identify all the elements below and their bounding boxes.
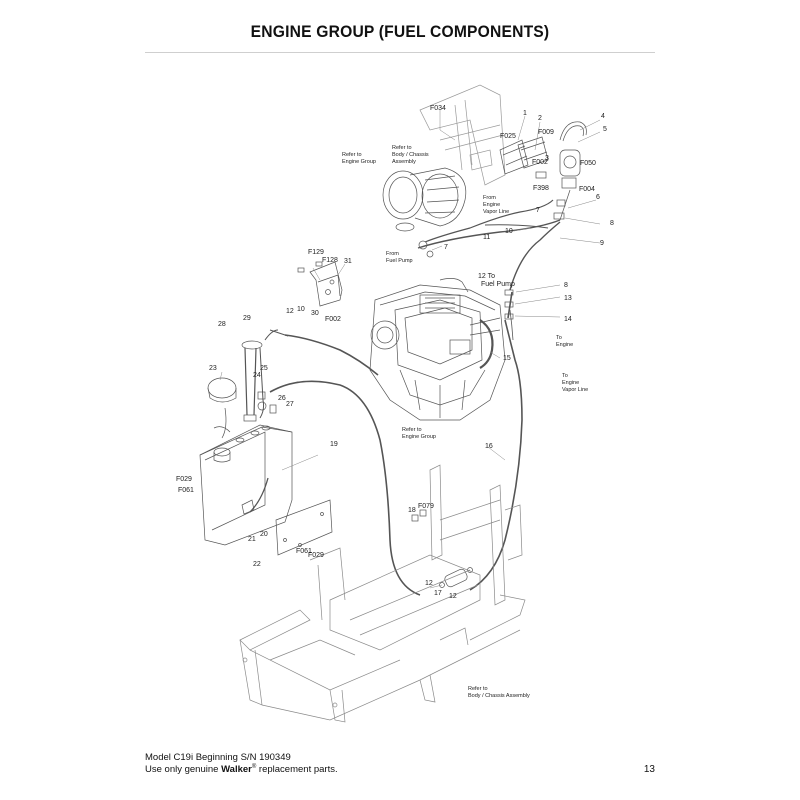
footer-replacement-notice: Use only genuine Walker® replacement par… [145, 764, 338, 775]
callout-3: 3 [545, 155, 549, 162]
callout-22: 22 [253, 561, 261, 568]
callout-5: 5 [603, 126, 607, 133]
footer-suffix: replacement parts. [256, 764, 338, 776]
air-cleaner-canister [382, 167, 467, 232]
callout-12-bottom-left: 12 [425, 580, 433, 587]
callout-18: 18 [408, 507, 416, 514]
note-refer-body-chassis-top: Refer to Body / Chassis Assembly [392, 145, 430, 165]
callout-F079: F079 [418, 503, 434, 510]
callout-21: 21 [248, 536, 256, 543]
fuel-pump-bracket [297, 261, 343, 307]
fuel-tank-cap [207, 377, 237, 439]
callout-F029-bottom: F029 [308, 552, 324, 559]
callout-31: 31 [344, 258, 352, 265]
callout-29: 29 [243, 315, 251, 322]
footer-model: Model C19i Beginning S/N 190349 [145, 752, 291, 763]
fuel-line-30 [269, 329, 379, 376]
callout-F004: F004 [579, 186, 595, 193]
callout-F061-bottom: F061 [296, 548, 312, 555]
callout-15: 15 [503, 355, 511, 362]
callout-30: 30 [311, 310, 319, 317]
callout-F398: F398 [533, 185, 549, 192]
leader-lines [219, 110, 601, 589]
vapor-lines [417, 199, 561, 291]
note-from-fuel-pump: From Fuel Pump [386, 251, 413, 264]
callout-12-bottom-right: 12 [449, 593, 457, 600]
heat-shield-parts [499, 136, 549, 175]
tank-mounting-plate [275, 499, 333, 556]
callout-F002-top: F002 [532, 159, 548, 166]
callout-F128: F128 [322, 257, 338, 264]
callout-4: 4 [601, 113, 605, 120]
callout-27: 27 [286, 401, 294, 408]
callout-20: 20 [260, 531, 268, 538]
callout-12-left: 12 [286, 308, 294, 315]
callout-8-top: 8 [610, 220, 614, 227]
chassis-frame [239, 464, 526, 723]
callout-13: 13 [564, 295, 572, 302]
fuel-pickup-tube [241, 329, 279, 422]
callout-F061-left: F061 [178, 487, 194, 494]
footer-prefix: Use only genuine [145, 764, 222, 776]
callout-17: 17 [434, 590, 442, 597]
note-from-engine-vapor-line: From Engine Vapor Line [483, 195, 509, 215]
note-refer-body-chassis-bottom: Refer to Body / Chassis Assembly [468, 686, 530, 699]
callout-19: 19 [330, 441, 338, 448]
callout-24: 24 [253, 372, 261, 379]
callout-2: 2 [538, 115, 542, 122]
callout-F025: F025 [500, 133, 516, 140]
fuel-lines-15-16 [269, 289, 523, 596]
callout-F050: F050 [580, 160, 596, 167]
callout-14: 14 [564, 316, 572, 323]
engine-block [369, 278, 506, 421]
footer-reg-mark: ® [251, 764, 257, 770]
callout-1: 1 [523, 110, 527, 117]
callout-25: 25 [260, 365, 268, 372]
footer-brand: Walker [221, 764, 252, 776]
callout-8-mid: 8 [564, 282, 568, 289]
callout-26: 26 [278, 395, 286, 402]
part-callouts: F034 1 2 4 5 F025 F009 3 F002 F050 F004 … [176, 105, 614, 600]
callout-7-mid: 7 [444, 244, 448, 251]
callout-F129: F129 [308, 249, 324, 256]
callout-6: 6 [596, 194, 600, 201]
note-refer-engine-group-top: Refer to Engine Group [342, 152, 376, 165]
diagram-artwork [199, 84, 601, 723]
title-divider [145, 52, 655, 53]
note-to-fuel-pump: 12 To Fuel Pump [478, 273, 515, 288]
page-number: 13 [643, 764, 655, 775]
vapor-filter-assembly [535, 121, 587, 221]
callout-11: 11 [483, 234, 490, 241]
note-to-engine: To Engine [556, 335, 573, 348]
callout-F029-left: F029 [176, 476, 192, 483]
note-to-engine-vapor-line: To Engine Vapor Line [562, 373, 588, 393]
callout-9: 9 [600, 240, 604, 247]
callout-7-top: 7 [536, 207, 540, 214]
callout-10-left: 10 [297, 306, 305, 313]
note-refer-engine-group-mid: Refer to Engine Group [402, 427, 436, 440]
chassis-bracket-top [419, 84, 506, 186]
callout-F034: F034 [430, 105, 446, 112]
callout-10-top: 10 [505, 228, 513, 235]
page-title: ENGINE GROUP (FUEL COMPONENTS) [250, 22, 550, 41]
callout-F009: F009 [538, 129, 554, 136]
callout-28: 28 [218, 321, 226, 328]
inline-fuel-filter [411, 509, 473, 588]
fuel-tank [199, 424, 293, 546]
callout-23: 23 [209, 365, 217, 372]
tank-fittings [257, 391, 277, 414]
callout-F002-mid: F002 [325, 316, 341, 323]
callout-16: 16 [485, 443, 493, 450]
reference-notes: Refer to Engine Group Refer to Body / Ch… [342, 145, 588, 699]
